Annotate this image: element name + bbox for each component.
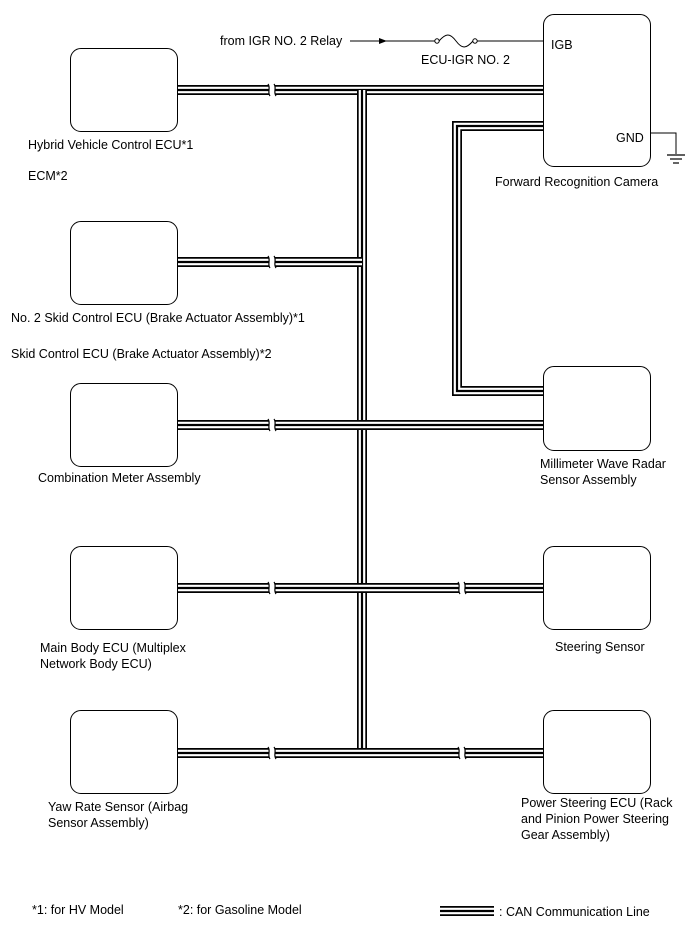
wire-break-curve xyxy=(273,83,277,97)
radar-sensor-label: Millimeter Wave Radar Sensor Assembly xyxy=(540,457,666,487)
skid-ecu-label: No. 2 Skid Control ECU (Brake Actuator A… xyxy=(11,311,305,325)
fuse-label: ECU-IGR NO. 2 xyxy=(421,53,510,67)
wire-break-curve xyxy=(463,581,467,595)
gnd-wire xyxy=(651,132,677,154)
power-steering-ecu-box xyxy=(543,710,651,794)
forward-camera-label: Forward Recognition Camera xyxy=(495,175,659,189)
wire-break-curve xyxy=(273,418,277,432)
steering-sensor-box xyxy=(543,546,651,630)
wire-break-mark xyxy=(269,747,275,759)
wire-break-mark xyxy=(459,582,465,594)
wire-break-curve xyxy=(273,746,277,760)
wire-break-curve xyxy=(267,746,271,760)
wire-break-curve xyxy=(267,83,271,97)
combination-meter-box xyxy=(70,383,178,467)
ecm-label: ECM*2 xyxy=(28,169,68,183)
wire-break-curve xyxy=(267,581,271,595)
wire-break-mark xyxy=(269,256,275,268)
wire-break-mark xyxy=(269,582,275,594)
fuse-terminal-right xyxy=(472,38,478,44)
skid-ecu-alt-label: Skid Control ECU (Brake Actuator Assembl… xyxy=(11,347,272,361)
wire-break-mark xyxy=(269,419,275,431)
wire-break-curve xyxy=(273,581,277,595)
hybrid-ecu-label: Hybrid Vehicle Control ECU*1 xyxy=(28,138,194,152)
yaw-rate-sensor-box xyxy=(70,710,178,794)
wire-break-curve xyxy=(273,255,277,269)
gnd-pin-label: GND xyxy=(616,131,644,145)
wire-break-mark xyxy=(459,747,465,759)
wire-break-curve xyxy=(267,255,271,269)
fuse-icon xyxy=(438,34,474,48)
combination-meter-label: Combination Meter Assembly xyxy=(38,471,201,485)
main-body-ecu-box xyxy=(70,546,178,630)
can-wire-camera-radar xyxy=(452,121,543,396)
skid-ecu-box xyxy=(70,221,178,305)
wire-break-curve xyxy=(267,418,271,432)
igb-pin-label: IGB xyxy=(551,38,573,52)
yaw-rate-sensor-label: Yaw Rate Sensor (Airbag Sensor Assembly) xyxy=(48,800,189,830)
radar-sensor-box xyxy=(543,366,651,451)
note-gasoline-model: *2: for Gasoline Model xyxy=(178,903,302,917)
wire-break-curve xyxy=(457,581,461,595)
wire-break-curve xyxy=(463,746,467,760)
fuse-terminal-left xyxy=(434,38,440,44)
main-body-ecu-label: Main Body ECU (Multiplex Network Body EC… xyxy=(40,641,186,671)
power-steering-ecu-label: Power Steering ECU (Rack and Pinion Powe… xyxy=(521,796,673,842)
wire-break-mark xyxy=(269,84,275,96)
note-hv-model: *1: for HV Model xyxy=(32,903,124,917)
power-source-label: from IGR NO. 2 Relay xyxy=(220,34,343,48)
ground-icon xyxy=(667,154,685,164)
forward-camera-box xyxy=(543,14,651,167)
hybrid-ecu-box xyxy=(70,48,178,132)
wire-break-curve xyxy=(457,746,461,760)
steering-sensor-label: Steering Sensor xyxy=(555,640,645,654)
legend-can-label: : CAN Communication Line xyxy=(499,905,650,919)
